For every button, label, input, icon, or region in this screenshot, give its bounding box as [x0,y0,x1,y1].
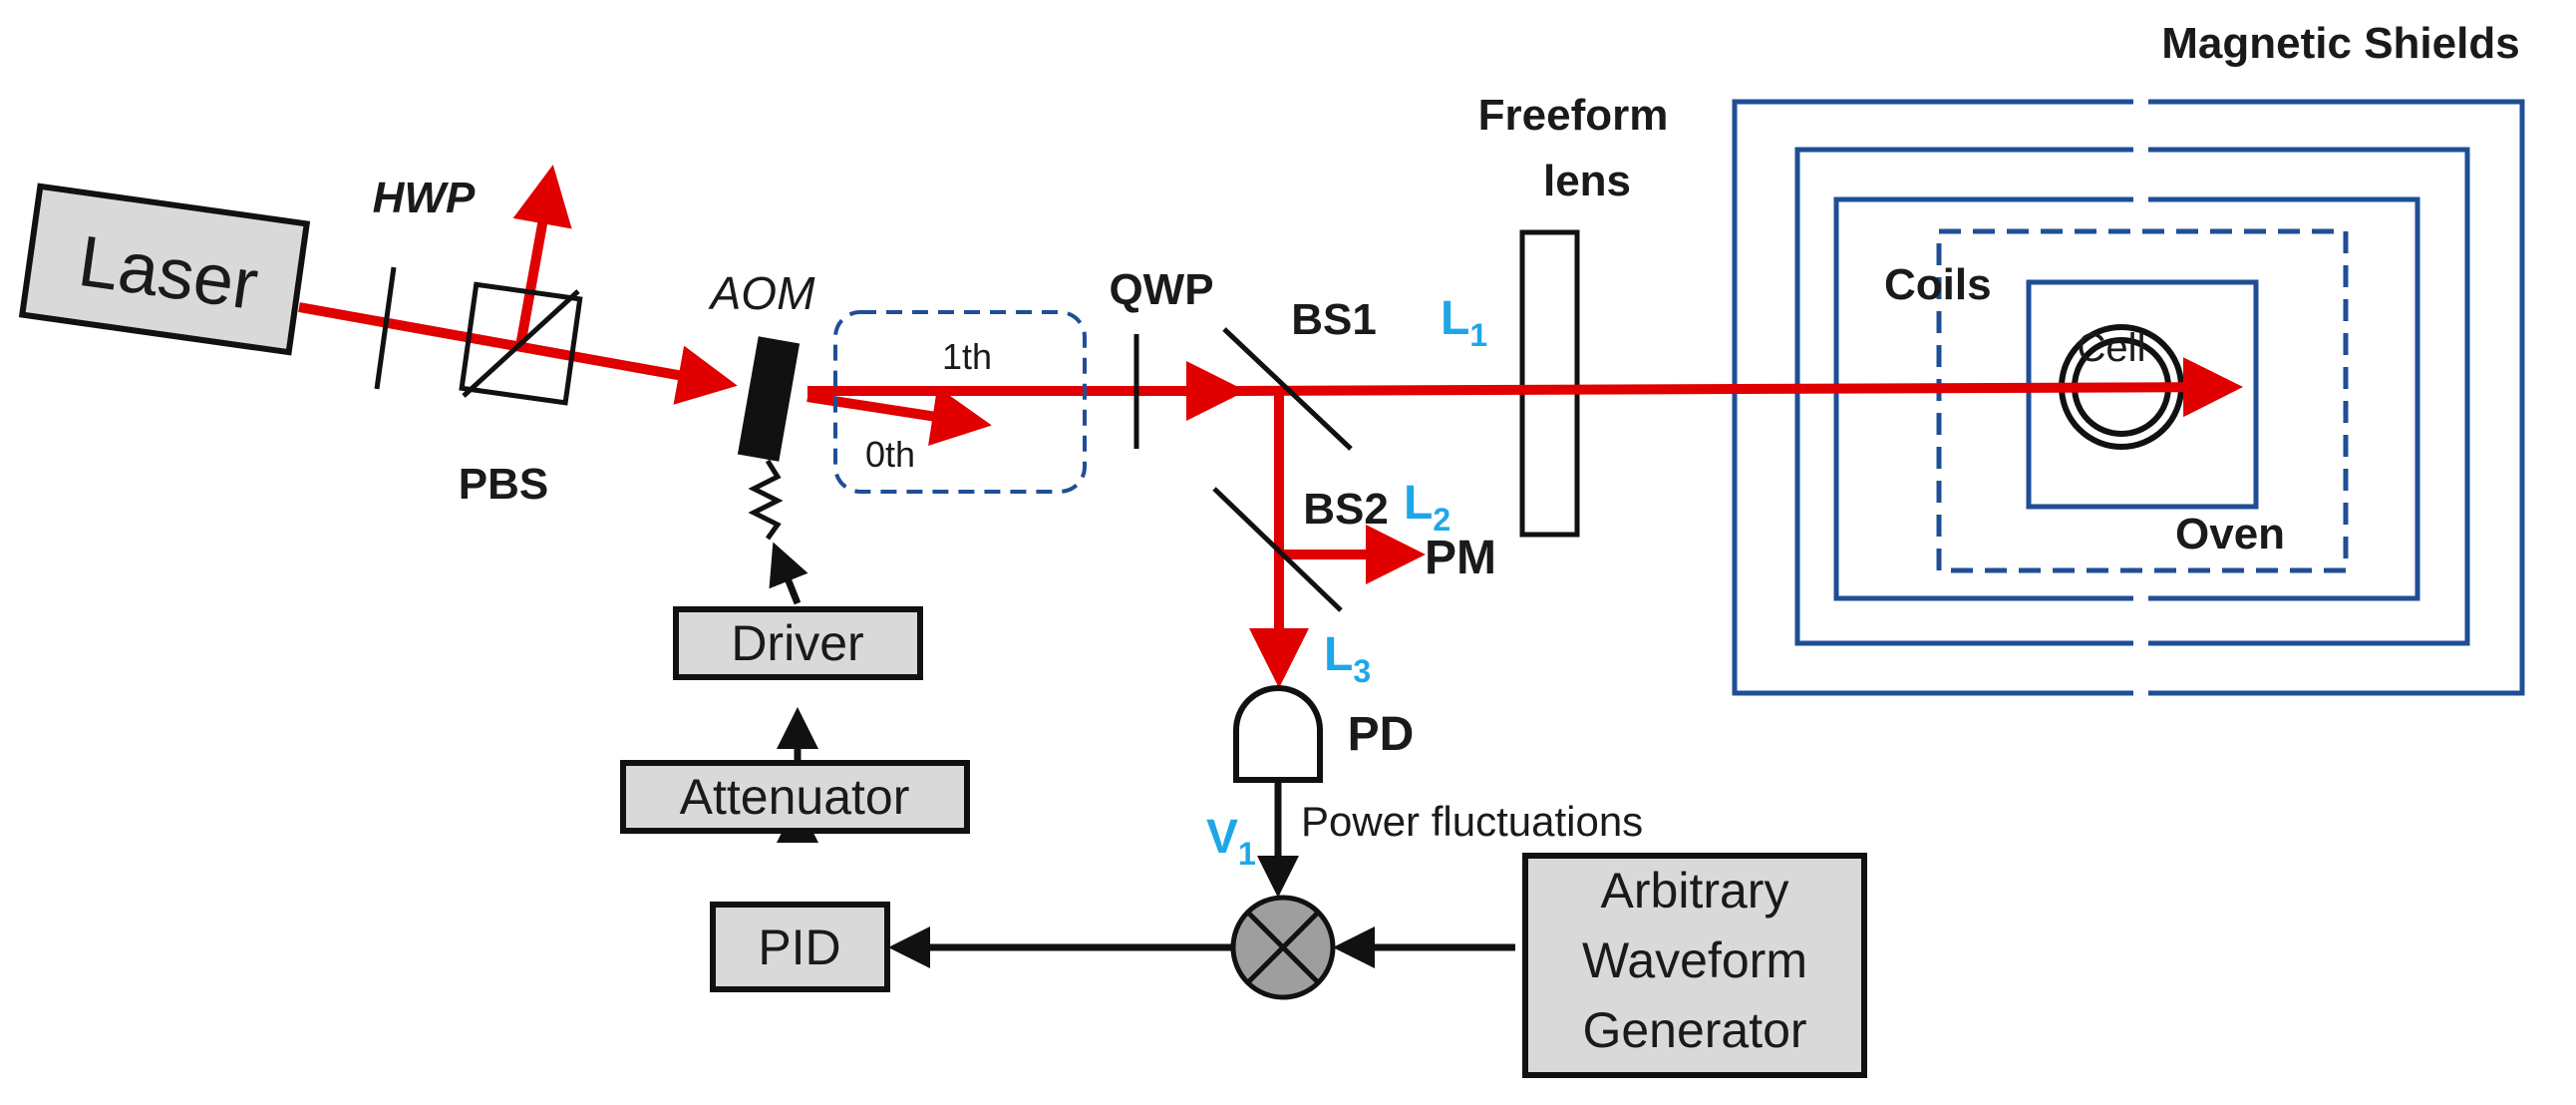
laser-beams [298,165,2243,688]
awg-label-line1: Arbitrary [1601,863,1789,919]
attenuator-label: Attenuator [680,769,910,825]
photodiode [1233,685,1323,783]
bs2 [1212,487,1343,612]
l2-label: L2 [1404,477,1450,538]
laser-box [18,183,311,356]
aom [737,336,801,462]
pm-label: PM [1425,532,1496,584]
l3-label: L3 [1324,628,1371,689]
oven [2026,279,2259,510]
pbs-cube [459,281,583,406]
diffraction-order-box [833,310,1087,494]
freeform-lens-label-line1: Freeform [1478,91,1669,140]
magnetic-shields [1732,99,2525,696]
hwp-label: HWP [373,174,476,222]
magnetic-shields-label: Magnetic Shields [2161,19,2519,68]
coils [1936,228,2349,573]
hwp [374,266,397,390]
bs2-label: BS2 [1303,485,1389,534]
v1-label: V1 [1206,811,1256,872]
power-fluctuations-label: Power fluctuations [1301,798,1643,845]
awg-box [1522,853,1867,1078]
l1-label: L1 [1441,292,1487,353]
freeform-lens [1519,229,1580,538]
bs1 [1222,327,1353,451]
zero-order-label: 0th [865,434,915,475]
awg-label-line2: Waveform [1582,932,1807,988]
bs1-label: BS1 [1291,295,1377,344]
pbs-label: PBS [459,460,548,509]
driver-box [673,606,923,680]
coils-label: Coils [1884,260,1992,309]
qwp-label: QWP [1109,265,1213,314]
attenuator-box [620,760,970,834]
mixer [1230,895,1336,1000]
rf-cable [748,459,784,541]
driver-label: Driver [731,615,863,671]
pd-label: PD [1348,708,1415,761]
first-order-label: 1th [942,336,992,377]
awg-label-line3: Generator [1582,1002,1806,1058]
cell-label: Cell [2078,326,2146,370]
freeform-lens-label-line2: lens [1543,157,1631,205]
signal-paths [769,542,1515,968]
pid-label: PID [758,920,840,975]
pid-box [710,902,890,992]
aom-label: AOM [708,267,815,319]
oven-label: Oven [2175,510,2285,558]
